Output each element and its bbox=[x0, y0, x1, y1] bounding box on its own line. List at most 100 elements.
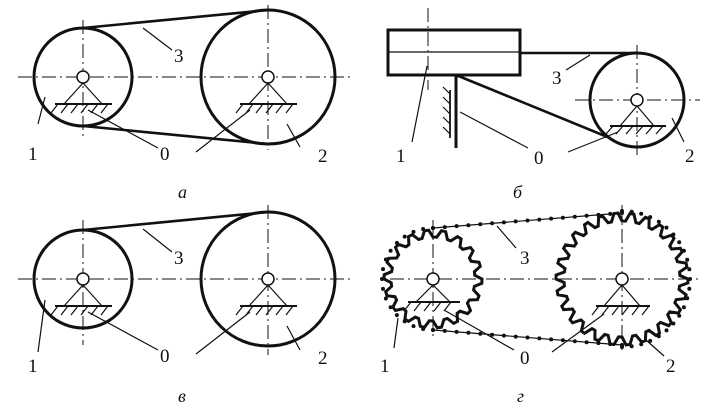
label-belt: 3 bbox=[174, 46, 184, 67]
chain-link bbox=[549, 216, 554, 221]
driven-support bbox=[235, 70, 297, 114]
chain-link bbox=[560, 338, 565, 343]
chain-link bbox=[454, 224, 459, 229]
chain-link bbox=[648, 215, 653, 220]
chain-link bbox=[629, 344, 634, 349]
chain-link bbox=[584, 213, 589, 218]
chain-link bbox=[681, 305, 686, 310]
chain-link bbox=[656, 334, 661, 339]
pivot-icon bbox=[261, 272, 275, 286]
driver-support bbox=[50, 272, 112, 316]
caption-v: в bbox=[178, 386, 186, 406]
caption-g: г bbox=[517, 386, 524, 406]
chain-link bbox=[639, 211, 644, 216]
panel-v: 3 1 0 2 в bbox=[18, 205, 350, 406]
ground-hatch-icon bbox=[235, 103, 294, 114]
chain-link bbox=[383, 296, 388, 301]
chain-link bbox=[388, 305, 393, 310]
pivot-icon bbox=[615, 272, 629, 286]
chain-link bbox=[411, 229, 416, 234]
chain-link bbox=[685, 257, 690, 262]
chain-link bbox=[454, 329, 459, 334]
chain-link bbox=[685, 296, 690, 301]
caption-b: б bbox=[513, 182, 523, 202]
chain-link bbox=[620, 209, 624, 213]
pivot-icon bbox=[76, 272, 90, 286]
chain-link bbox=[596, 341, 601, 346]
chain-link bbox=[513, 334, 518, 339]
chain-link bbox=[620, 345, 624, 349]
chain-link bbox=[478, 331, 483, 336]
chain-link bbox=[466, 223, 471, 228]
small-sprocket-support bbox=[403, 272, 460, 312]
chain-link bbox=[560, 215, 565, 220]
label-driven: 2 bbox=[685, 146, 695, 167]
panel-g: 3 1 0 2 г bbox=[380, 205, 700, 406]
driven-support bbox=[235, 272, 297, 316]
chain-link bbox=[608, 211, 613, 216]
chain-link bbox=[596, 212, 601, 217]
chain-link bbox=[688, 277, 692, 281]
chain-link bbox=[629, 209, 634, 214]
belt-lower-run bbox=[455, 73, 611, 140]
ground-hatch-icon bbox=[235, 305, 294, 316]
chain-link bbox=[687, 267, 692, 272]
chain-link bbox=[380, 277, 384, 281]
chain-link bbox=[549, 337, 554, 342]
chain-link bbox=[648, 338, 653, 343]
label-belt: 3 bbox=[552, 68, 562, 89]
chain-link bbox=[501, 333, 506, 338]
ground-hatch-icon bbox=[591, 305, 650, 316]
chain-link bbox=[501, 220, 506, 225]
pivot-icon bbox=[630, 93, 644, 107]
large-sprocket-support bbox=[591, 272, 650, 316]
chain-link bbox=[402, 234, 407, 239]
label-base: 0 bbox=[520, 348, 530, 369]
label-driver: 1 bbox=[28, 144, 38, 165]
label-driven: 2 bbox=[318, 146, 328, 167]
chain-link bbox=[381, 267, 385, 272]
chain-link bbox=[572, 214, 577, 219]
pivot-icon bbox=[426, 272, 440, 286]
large-sprocket bbox=[554, 211, 690, 347]
label-driver: 1 bbox=[28, 356, 38, 377]
chain-link bbox=[677, 240, 682, 245]
chain-link bbox=[442, 225, 447, 230]
chain-link bbox=[687, 286, 692, 291]
chain-link bbox=[608, 342, 613, 347]
chain-link bbox=[525, 335, 530, 340]
chain-link bbox=[664, 225, 669, 230]
pivot-icon bbox=[261, 70, 275, 84]
chain-link bbox=[394, 240, 399, 245]
label-driver: 1 bbox=[380, 356, 390, 377]
chain-link bbox=[584, 340, 589, 345]
chain-link bbox=[478, 222, 483, 227]
ground-hatch-icon bbox=[50, 103, 109, 114]
ground-hatch-icon bbox=[50, 305, 109, 316]
chain-link bbox=[513, 219, 518, 224]
chain-link bbox=[639, 342, 644, 347]
chain-link bbox=[681, 248, 686, 253]
belt-lower-run bbox=[82, 124, 269, 146]
ground-hatch-icon bbox=[403, 301, 452, 312]
chain-link bbox=[394, 313, 399, 318]
chain-link bbox=[402, 319, 407, 324]
chain-link bbox=[537, 336, 542, 341]
chain-link bbox=[383, 257, 388, 262]
chain-link bbox=[525, 218, 530, 223]
chain-links bbox=[380, 209, 692, 349]
ground-hatch-icon bbox=[605, 125, 664, 135]
chain-link bbox=[381, 286, 385, 291]
label-base: 0 bbox=[534, 148, 544, 169]
chain-link bbox=[388, 248, 393, 253]
label-driver: 1 bbox=[396, 146, 406, 167]
pivot-icon bbox=[76, 70, 90, 84]
guide-hatch-icon bbox=[442, 86, 451, 135]
chain-link bbox=[442, 328, 447, 333]
chain-link bbox=[656, 219, 661, 224]
label-belt: 3 bbox=[174, 248, 184, 269]
belt-upper-run bbox=[82, 8, 269, 30]
chain-link bbox=[572, 339, 577, 344]
